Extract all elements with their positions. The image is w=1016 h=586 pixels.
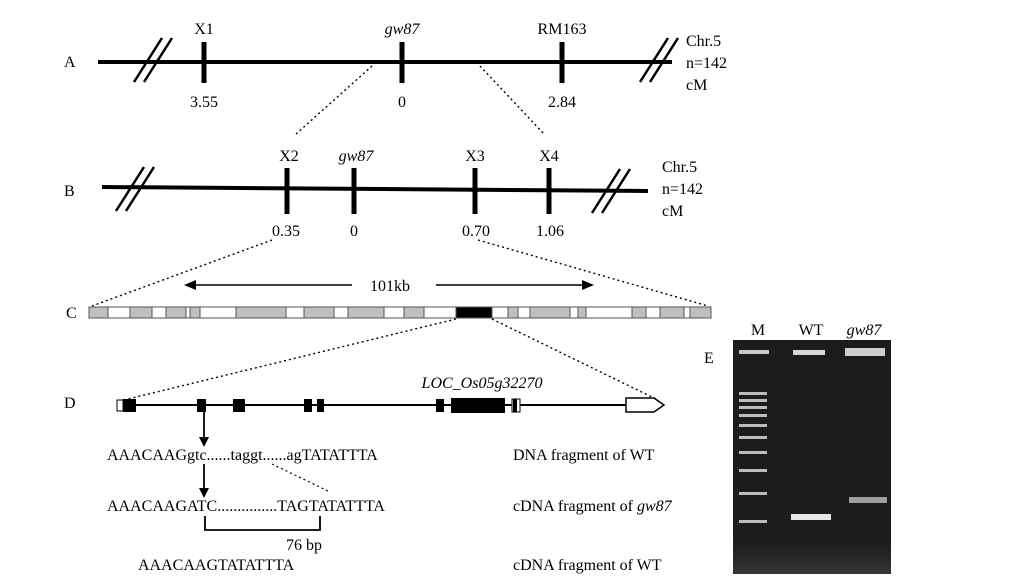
marker-rm163-pos: 2.84: [548, 94, 576, 111]
label-wt-cdna: cDNA fragment of WT: [513, 557, 662, 574]
chr-info-a-3: cM: [686, 77, 707, 94]
deletion-size: 76 bp: [286, 537, 322, 554]
break-mark-b-left: [114, 166, 156, 212]
chr-info-b-3: cM: [662, 203, 683, 220]
zoom-line-cd-right: [491, 318, 657, 400]
utr-arrow: [625, 397, 666, 413]
marker-x3-pos: 0.70: [462, 223, 490, 240]
gel-well-gw87: [845, 348, 885, 356]
chr-info-b-2: n=142: [662, 181, 703, 198]
lane-label-gw87: gw87: [847, 322, 883, 339]
panel-e-label: E: [704, 350, 714, 367]
zoom-line-bc-right: [477, 239, 709, 307]
marker-x1-label: X1: [194, 21, 214, 38]
agarose-gel: [733, 340, 891, 574]
zoom-line-ab-right: [479, 65, 545, 135]
marker-ladder: [739, 392, 767, 523]
splice-dotted-line: [271, 463, 331, 493]
chr-info-a-2: n=142: [686, 55, 727, 72]
zoom-line-cd-left: [127, 318, 457, 400]
break-mark-a-left: [132, 37, 174, 83]
chr-info-a-1: Chr.5: [686, 33, 721, 50]
panel-c-label: C: [66, 305, 77, 322]
marker-gw87-b-pos: 0: [350, 223, 358, 240]
panel-b-label: B: [64, 183, 75, 200]
label-gw87-cdna: cDNA fragment of gw87: [513, 498, 673, 515]
marker-x4-label: X4: [539, 148, 559, 165]
lane-label-wt: WT: [799, 322, 824, 339]
marker-x1-pos: 3.55: [190, 94, 218, 111]
marker-x2-pos: 0.35: [272, 223, 300, 240]
zoom-line-ab-left: [295, 65, 373, 135]
seq-gw87-cdna: AAACAAGATC...............TAGTATATTTA: [107, 498, 385, 515]
gene-name: LOC_Os05g32270: [421, 375, 543, 392]
marker-rm163-label: RM163: [538, 21, 587, 38]
marker-gw87-b-label: gw87: [339, 148, 375, 165]
gel-well-wt: [793, 350, 825, 355]
span-arrow: [184, 280, 594, 290]
bac-contig-boxes: [88, 306, 712, 319]
zoom-line-bc-left: [91, 239, 273, 307]
panel-d-label: D: [64, 395, 76, 412]
marker-x2-label: X2: [279, 148, 299, 165]
label-wt-dna: DNA fragment of WT: [513, 447, 655, 464]
marker-x4-pos: 1.06: [536, 223, 564, 240]
break-mark-b-right: [590, 168, 632, 214]
candidate-gene-box: [455, 306, 493, 319]
break-mark-a-right: [638, 37, 680, 83]
lane-label-m: M: [751, 322, 765, 339]
gene-structure: [116, 397, 666, 413]
chromosome-b-line: [101, 185, 649, 193]
band-gw87: [849, 497, 887, 503]
gel-image: [733, 340, 891, 574]
gel-well-m: [739, 350, 769, 354]
deletion-bracket: [204, 516, 321, 531]
seq-wt-cdna: AAACAAGTATATTTA: [138, 557, 295, 574]
seq-wt-dna: AAACAAGgtc......taggt......agTATATTTA: [107, 447, 378, 464]
band-wt: [791, 514, 831, 520]
marker-gw87-a-pos: 0: [398, 94, 406, 111]
marker-gw87-a-label: gw87: [385, 21, 421, 38]
marker-x3-label: X3: [465, 148, 485, 165]
span-label: 101kb: [370, 278, 410, 295]
splice-arrows: [199, 412, 209, 498]
panel-a-label: A: [64, 54, 76, 71]
chr-info-b-1: Chr.5: [662, 159, 697, 176]
